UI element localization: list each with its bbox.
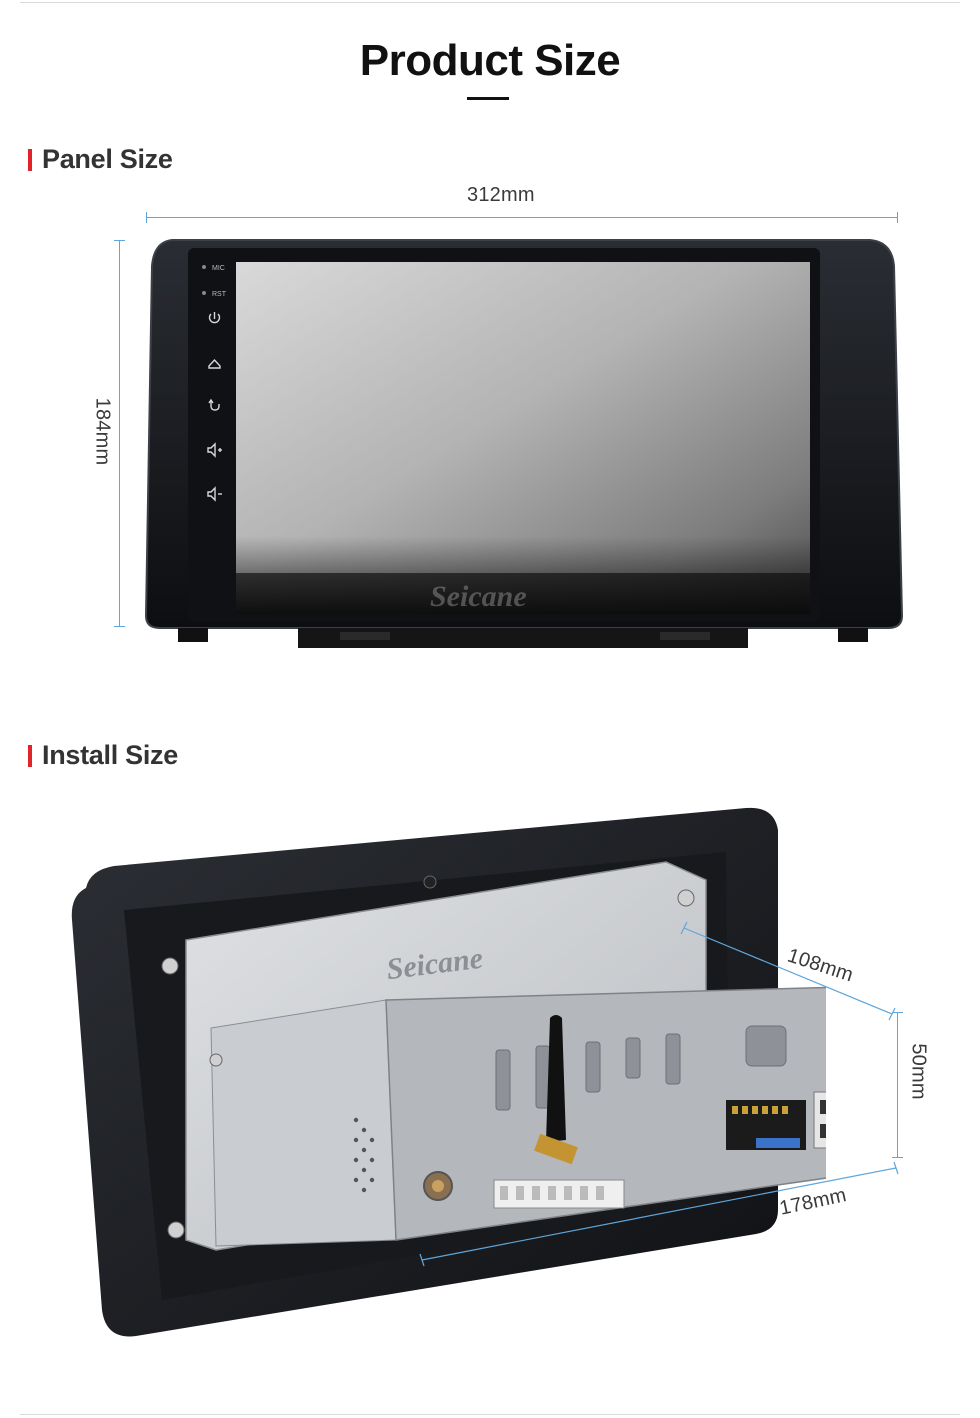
panel-brand-logo: Seicane	[430, 580, 527, 613]
install-size-heading: Install Size	[28, 740, 178, 771]
rst-label: RST	[212, 291, 227, 298]
home-icon	[208, 358, 221, 369]
title-underline	[467, 97, 509, 100]
install-height-tick-top	[892, 1012, 903, 1013]
page-title: Product Size	[359, 36, 621, 85]
install-width-line	[419, 1161, 899, 1267]
panel-width-tick-left	[146, 212, 147, 223]
panel-width-label: 312mm	[467, 184, 535, 206]
panel-width-tick-right	[897, 212, 898, 223]
power-icon	[208, 313, 221, 324]
accent-bar	[28, 745, 32, 767]
install-depth-line	[680, 921, 896, 1021]
install-height-line	[897, 1012, 898, 1158]
panel-front-image: MIC RST Seicane	[144, 239, 904, 648]
install-unit-image: Seicane	[71, 807, 826, 1337]
volume-up-icon	[207, 442, 216, 458]
panel-width-line	[146, 217, 898, 218]
panel-size-heading: Panel Size	[28, 144, 173, 175]
panel-height-line	[119, 240, 120, 627]
panel-height-label: 184mm	[91, 397, 114, 466]
panel-size-heading-text: Panel Size	[42, 144, 173, 174]
volume-down-icon	[207, 486, 216, 502]
accent-bar	[28, 149, 32, 171]
back-icon	[210, 400, 220, 411]
top-divider	[20, 2, 960, 3]
panel-height-tick-bottom	[114, 626, 125, 627]
install-height-label: 50mm	[907, 1043, 930, 1100]
bottom-divider	[20, 1414, 960, 1415]
mic-label: MIC	[212, 265, 225, 272]
panel-height-tick-top	[114, 240, 125, 241]
install-height-tick-bottom	[892, 1157, 903, 1158]
install-size-heading-text: Install Size	[42, 740, 178, 770]
